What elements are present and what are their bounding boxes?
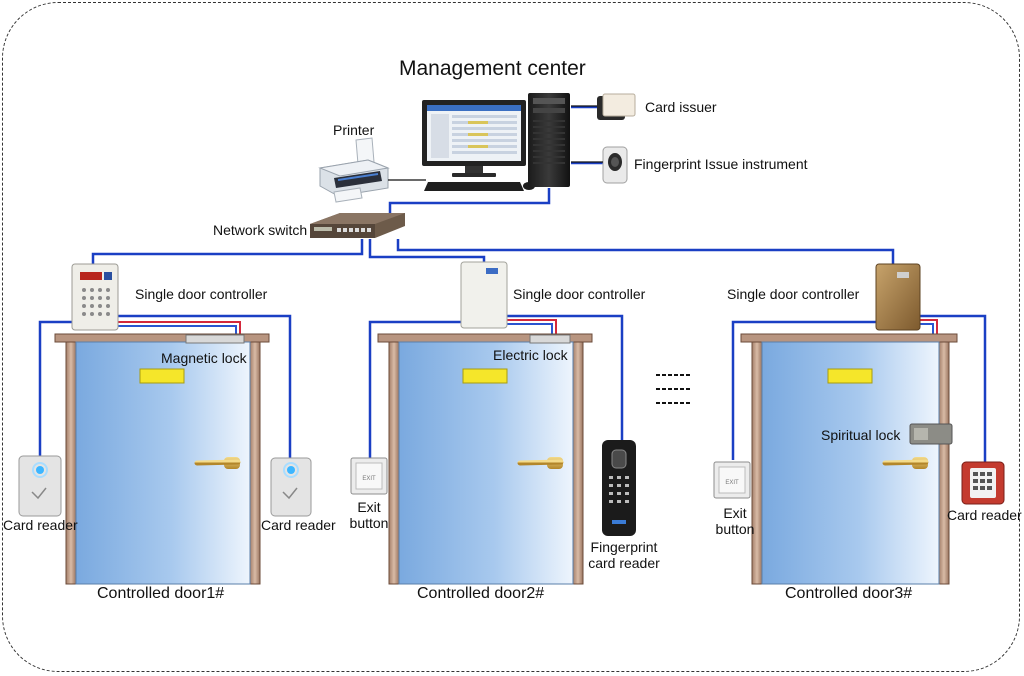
- controller3-label: Single door controller: [727, 286, 860, 302]
- door-3: [740, 333, 958, 585]
- wire-ctrl3-reader: [918, 314, 987, 462]
- wire-ctrl1-reader-left: [38, 320, 72, 458]
- printer-label: Printer: [333, 122, 375, 138]
- controller-icon-2: [460, 261, 508, 329]
- controller2-label: Single door controller: [513, 286, 646, 302]
- door1-label: Controlled door1#: [97, 585, 225, 602]
- card-issuer-label: Card issuer: [645, 99, 717, 115]
- exit-button-2-label: Exit button: [349, 499, 389, 531]
- controller-icon-3: [875, 263, 921, 331]
- card-reader-1a-label: Card reader: [3, 517, 78, 533]
- door2-label: Controlled door2#: [417, 585, 545, 602]
- door-2: [377, 333, 593, 585]
- card-reader-icon-1a: [18, 455, 62, 517]
- management-center-title: Management center: [399, 57, 586, 80]
- network-wires: [38, 105, 987, 462]
- card-issuer-icon: [597, 93, 636, 120]
- exit-button-icon-2: EXIT: [350, 457, 388, 495]
- door3-label: Controlled door3#: [785, 585, 913, 602]
- controller1-label: Single door controller: [135, 286, 268, 302]
- card-reader-1b-label: Card reader: [261, 517, 336, 533]
- electric-lock-label: Electric lock: [493, 347, 568, 363]
- fingerprint-reader-label: Fingerprint card reader: [588, 539, 660, 571]
- door-1: [54, 333, 270, 585]
- card-reader-3-label: Card reader: [947, 507, 1022, 523]
- magnetic-lock-label: Magnetic lock: [161, 350, 247, 366]
- svg-text:EXIT: EXIT: [362, 476, 376, 482]
- wire-ctrl1-lock-b: [117, 325, 237, 334]
- wire-computer-switch: [388, 188, 551, 218]
- wire-ctrl2-lock: [507, 319, 557, 334]
- svg-text:EXIT: EXIT: [725, 480, 739, 486]
- wire-ctrl2-fingerprint: [507, 314, 624, 442]
- fingerprint-issue-icon: [602, 146, 628, 184]
- fingerprint-issue-label: Fingerprint Issue instrument: [634, 156, 808, 172]
- controller-icon-1: [71, 263, 119, 331]
- spiritual-lock-label: Spiritual lock: [821, 427, 901, 443]
- fingerprint-reader-icon: [602, 440, 636, 536]
- exit-button-icon-3: EXIT: [713, 461, 751, 499]
- printer-icon: [318, 137, 390, 203]
- wire-ctrl2-exit: [368, 320, 461, 458]
- card-reader-icon-1b: [270, 457, 312, 517]
- wire-switch-controller1: [91, 239, 364, 266]
- network-switch-label: Network switch: [213, 222, 308, 238]
- exit-button-3-label: Exit button: [715, 505, 755, 537]
- wire-ctrl2-lock-b: [507, 323, 553, 334]
- wire-ctrl1-reader-right: [117, 314, 292, 458]
- desktop-computer-icon: [422, 93, 570, 191]
- card-reader-icon-3: [961, 461, 1005, 505]
- ellipsis-dashes: [656, 374, 692, 404]
- wire-switch-controller3: [396, 239, 895, 266]
- wire-ctrl3-exit: [731, 320, 876, 460]
- wire-ctrl1-lock: [117, 321, 241, 334]
- network-switch-icon: [310, 213, 405, 238]
